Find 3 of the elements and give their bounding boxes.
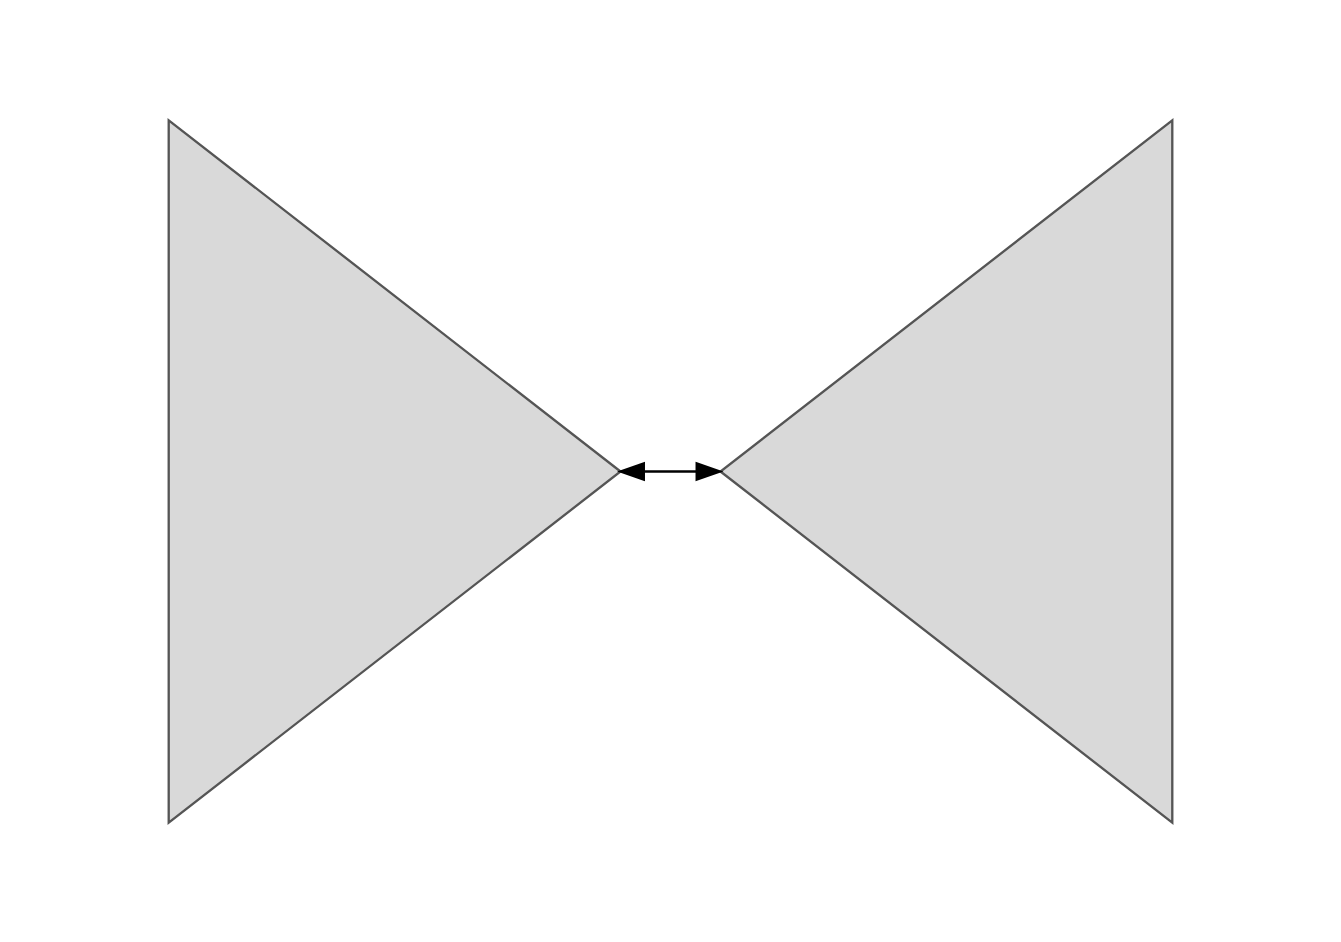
node-triangle xyxy=(167,117,623,825)
arrow xyxy=(617,461,724,481)
node-triangle xyxy=(718,117,1174,825)
